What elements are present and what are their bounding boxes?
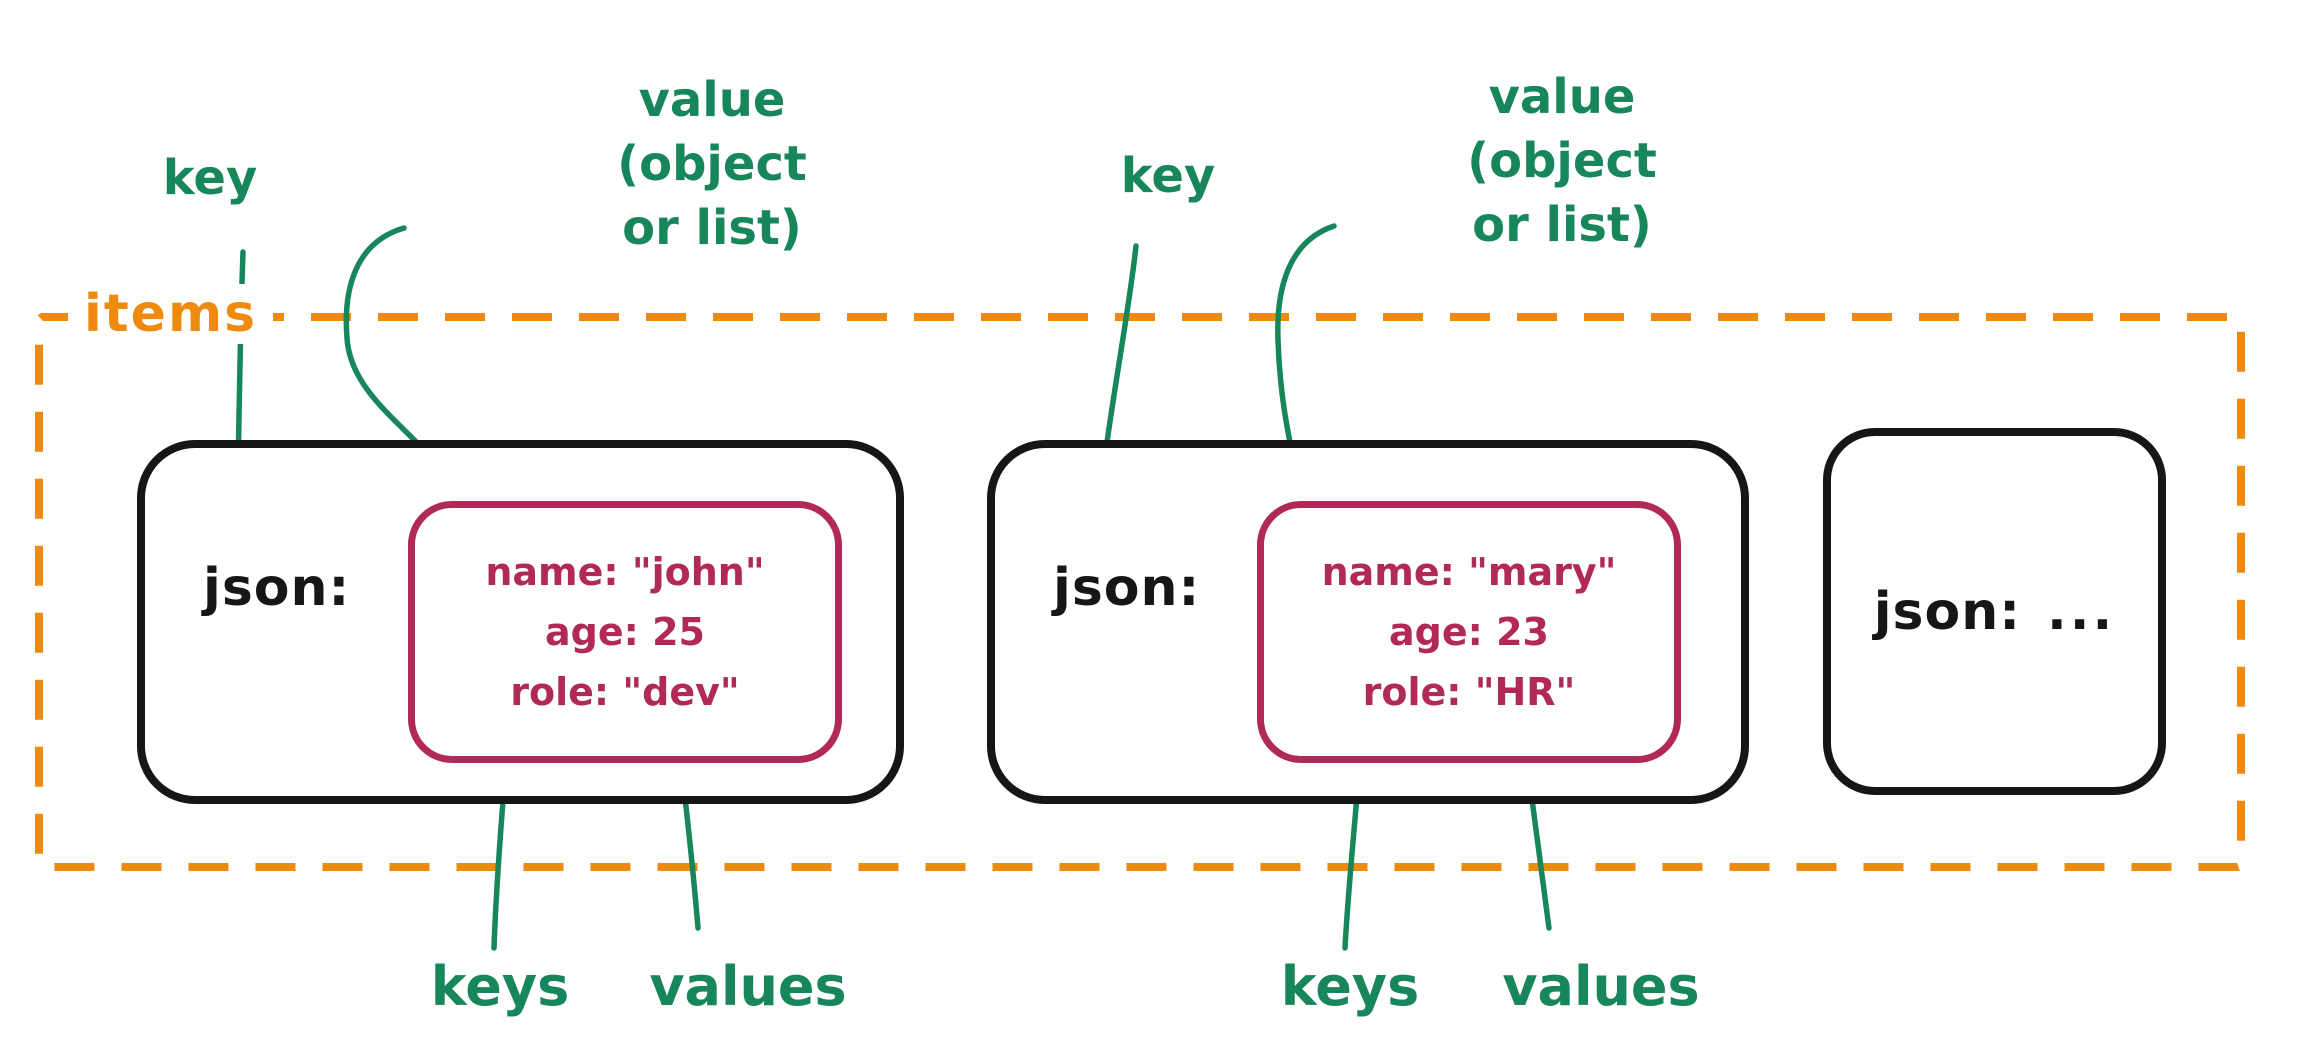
json-value-object-2: name: "mary" age: 23 role: "HR" xyxy=(1257,501,1681,763)
annotation-key-1: key xyxy=(162,150,258,206)
annotation-value-1-line-2: (object xyxy=(617,136,807,192)
json-record-card-3: json: ... xyxy=(1823,428,2166,795)
annotation-value-1: value (object or list) xyxy=(617,68,807,260)
annotation-value-2: value (object or list) xyxy=(1467,65,1657,257)
field-role-2: role: "HR" xyxy=(1362,670,1576,714)
annotation-value-1-line-3: or list) xyxy=(622,200,802,256)
more-records-ellipsis: ... xyxy=(2047,581,2116,642)
annotation-value-2-line-3: or list) xyxy=(1472,197,1652,253)
field-name-2: name: "mary" xyxy=(1321,550,1617,594)
field-role-1: role: "dev" xyxy=(510,670,740,714)
field-age-1: age: 25 xyxy=(545,610,705,654)
json-key-label-1: json: xyxy=(203,558,351,618)
json-record-card-1: json: name: "john" age: 25 role: "dev" xyxy=(137,440,904,804)
items-frame-label: items xyxy=(68,284,274,344)
json-value-object-1: name: "john" age: 25 role: "dev" xyxy=(408,501,842,763)
annotation-value-2-line-2: (object xyxy=(1467,133,1657,189)
annotation-key-2: key xyxy=(1120,148,1216,204)
annotation-value-1-line-1: value xyxy=(638,72,786,128)
annotation-values-1: values xyxy=(649,955,847,1018)
field-age-2: age: 23 xyxy=(1389,610,1549,654)
json-key-label-2: json: xyxy=(1053,558,1201,618)
annotation-value-2-line-1: value xyxy=(1488,69,1636,125)
json-key-label-3: json: xyxy=(1873,581,2022,642)
annotation-values-2: values xyxy=(1502,955,1700,1018)
field-name-1: name: "john" xyxy=(485,550,765,594)
annotation-keys-2: keys xyxy=(1280,955,1420,1018)
json-record-card-2: json: name: "mary" age: 23 role: "HR" xyxy=(987,440,1749,804)
annotation-keys-1: keys xyxy=(430,955,570,1018)
